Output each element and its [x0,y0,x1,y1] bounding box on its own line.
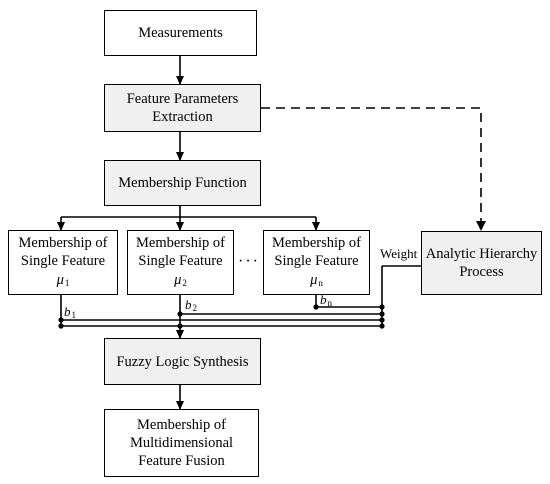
junction-dot [177,311,183,317]
ahp-box: Analytic Hierarchy Process [421,231,542,295]
junction-dot [313,304,319,310]
feature-extraction-box: Feature Parameters Extraction [104,84,261,132]
dashed-extraction-ahp [261,107,482,228]
fusion-line-2: Multidimensional [129,435,234,451]
extraction-line-1: Feature Parameters [126,91,239,107]
ahp-line-1: Analytic Hierarchy [425,246,538,262]
single-2-line-2: Single Feature [138,252,223,269]
single-feature-box-n: Membership of Single Feature μn [263,230,370,295]
single-feature-box-2: Membership of Single Feature μ2 [127,230,234,295]
dashed-arrowhead [476,221,486,231]
fuzzy-logic-box: Fuzzy Logic Synthesis [104,338,261,385]
weight-label: Weight [380,246,418,261]
mu-n-label: μn [310,271,323,288]
mu-1-label: μ1 [56,271,70,288]
junction-dot [379,323,385,329]
fuzzy-logic-label: Fuzzy Logic Synthesis [116,353,249,370]
b1-label: b1 [64,304,76,321]
measurements-box: Measurements [104,10,257,56]
single-feature-box-1: Membership of Single Feature μ1 [8,230,118,295]
single-n-line-2: Single Feature [274,252,359,269]
ellipsis: ··· [238,253,260,270]
junction-dot [58,317,64,323]
single-1-line-2: Single Feature [20,252,106,269]
measurements-label: Measurements [138,25,223,41]
bn-label: bn [320,292,332,309]
junction-dot [379,304,385,310]
junction-dot [58,323,64,329]
single-n-line-1: Membership of [272,234,361,251]
fusion-line-1: Membership of [137,417,226,433]
junction-dot [177,323,183,329]
mu-2-label: μ2 [174,271,187,288]
single-1-line-1: Membership of [18,234,108,251]
junction-dot [379,317,385,323]
fusion-line-3: Feature Fusion [138,453,225,469]
single-2-line-1: Membership of [136,234,225,251]
fusion-box: Membership of Multidimensional Feature F… [104,409,259,477]
membership-function-box: Membership Function [104,160,261,206]
extraction-line-2: Extraction [152,109,213,125]
b2-label: b2 [185,297,197,314]
junction-dot [379,311,385,317]
ahp-line-2: Process [459,264,504,280]
membership-function-label: Membership Function [118,175,247,191]
